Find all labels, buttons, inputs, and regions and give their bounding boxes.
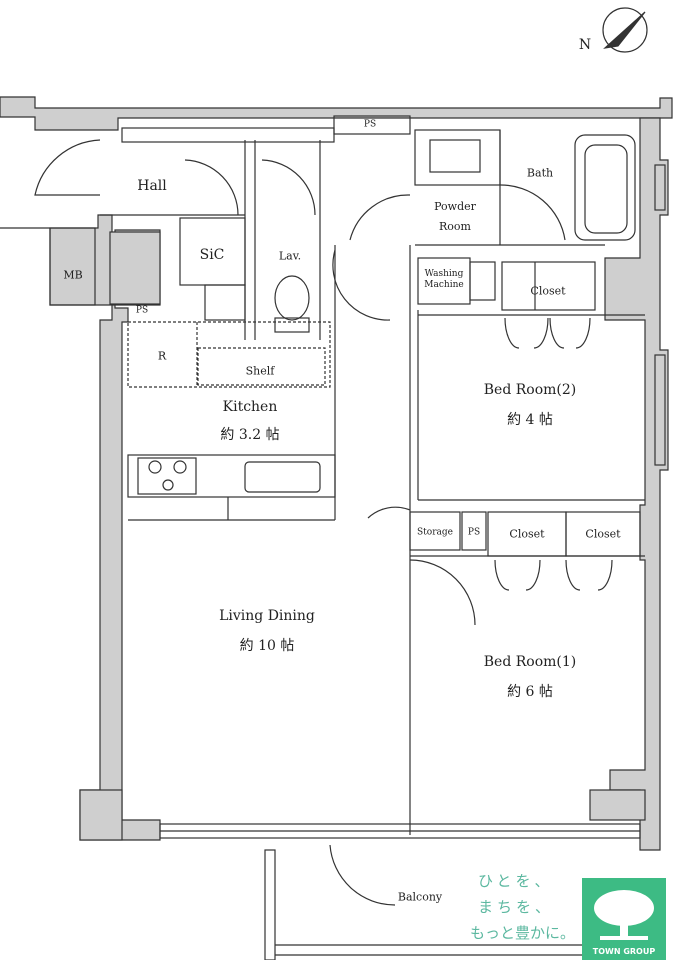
ps-top: PS bbox=[363, 119, 377, 130]
living-name: Living Dining bbox=[219, 608, 315, 624]
tree-icon bbox=[594, 890, 654, 940]
closet-top: Closet bbox=[530, 284, 566, 298]
balcony: Balcony bbox=[397, 890, 443, 904]
logo-text: TOWN GROUP bbox=[592, 947, 656, 956]
wall-top bbox=[0, 96, 673, 131]
ps-left: PS bbox=[135, 305, 149, 316]
bedroom1-name: Bed Room(1) bbox=[483, 654, 577, 670]
fridge-r: R bbox=[157, 349, 167, 363]
bedroom2-name: Bed Room(2) bbox=[483, 382, 577, 398]
powder-label-2: Room bbox=[439, 220, 471, 233]
wall-bottom-left bbox=[79, 789, 123, 841]
room-lav: Lav. bbox=[278, 249, 302, 263]
compass-north-label: N bbox=[578, 37, 592, 53]
ps-mid: PS bbox=[467, 527, 481, 538]
town-group-logo: TOWN GROUP bbox=[582, 878, 666, 960]
room-kitchen: Kitchen 約 3.2 帖 bbox=[220, 393, 279, 449]
slogan-line-3: もっと豊かに。 bbox=[470, 924, 576, 942]
powder-label-1: Powder bbox=[434, 200, 476, 213]
bedroom2-size: 約 4 帖 bbox=[507, 412, 553, 428]
kitchen-size: 約 3.2 帖 bbox=[220, 427, 280, 443]
mb-gray bbox=[109, 231, 161, 305]
washing-label-1: Washing bbox=[424, 269, 464, 279]
room-bedroom1: Bed Room(1) 約 6 帖 bbox=[484, 647, 577, 707]
shelf: Shelf bbox=[245, 364, 275, 378]
living-size: 約 10 帖 bbox=[239, 638, 295, 654]
storage: Storage bbox=[417, 527, 453, 538]
wall-right bbox=[604, 117, 669, 851]
wall-bottom-right bbox=[589, 789, 646, 821]
room-living-dining: Living Dining 約 10 帖 bbox=[219, 601, 315, 661]
washing-label-2: Machine bbox=[424, 280, 464, 290]
closet-b: Closet bbox=[585, 527, 621, 541]
compass-needle bbox=[603, 11, 646, 49]
bedroom1-size: 約 6 帖 bbox=[507, 684, 553, 700]
slogan-line-2: まちを、 bbox=[478, 898, 555, 916]
kitchen-name: Kitchen bbox=[222, 399, 278, 415]
slogan-line-1: ひとを、 bbox=[478, 872, 554, 890]
room-mb: MB bbox=[63, 268, 83, 282]
room-bedroom2: Bed Room(2) 約 4 帖 bbox=[484, 375, 577, 435]
room-sic: SiC bbox=[199, 247, 225, 263]
room-bath: Bath bbox=[526, 166, 554, 180]
room-hall: Hall bbox=[137, 178, 167, 194]
closet-a: Closet bbox=[509, 527, 545, 541]
compass-circle bbox=[602, 7, 648, 53]
